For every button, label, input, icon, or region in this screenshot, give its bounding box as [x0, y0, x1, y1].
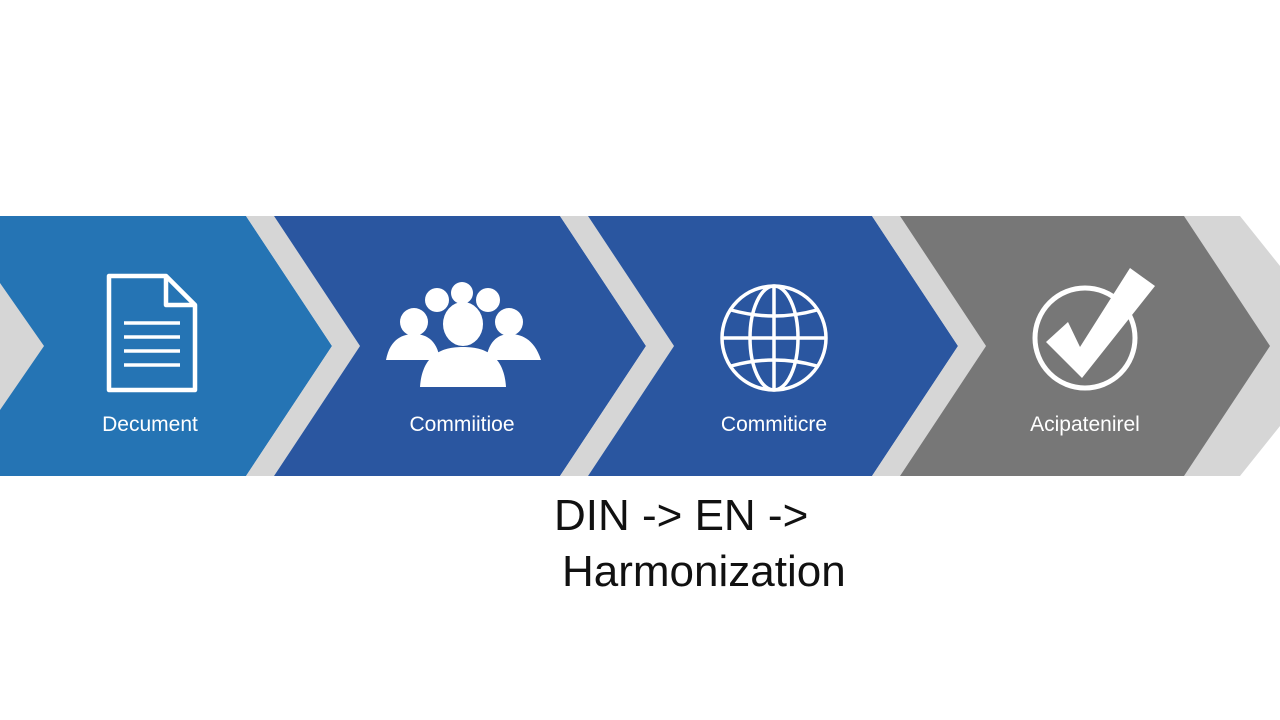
group-people-icon — [386, 282, 541, 387]
caption-line-din-en: DIN -> EN -> — [554, 491, 809, 540]
chevron-divider — [246, 216, 360, 476]
step-chevron-committee — [274, 216, 646, 476]
step-label-document: Decument — [102, 413, 198, 436]
step-label-committee: Commiitioe — [409, 413, 514, 436]
step-label-approval: Acipatenirel — [1030, 413, 1140, 436]
process-step-globe: Commiticre — [588, 216, 986, 476]
process-step-committee: Commiitioe — [274, 216, 674, 476]
process-step-approval: Acipatenirel — [900, 216, 1270, 476]
globe-icon — [720, 284, 828, 392]
caption-line-harmonization: Harmonization — [562, 547, 846, 596]
process-step-document: Decument — [0, 216, 360, 476]
chevron-divider — [560, 216, 674, 476]
harmonization-caption: DIN -> EN -> Harmonization — [520, 488, 940, 600]
left-edge-chevron — [0, 283, 44, 410]
checkmark-circle-icon — [1032, 268, 1155, 391]
step-label-globe: Commiticre — [721, 413, 827, 436]
step-chevron-document — [0, 216, 332, 476]
chevron-divider — [872, 216, 986, 476]
document-icon — [106, 273, 198, 393]
